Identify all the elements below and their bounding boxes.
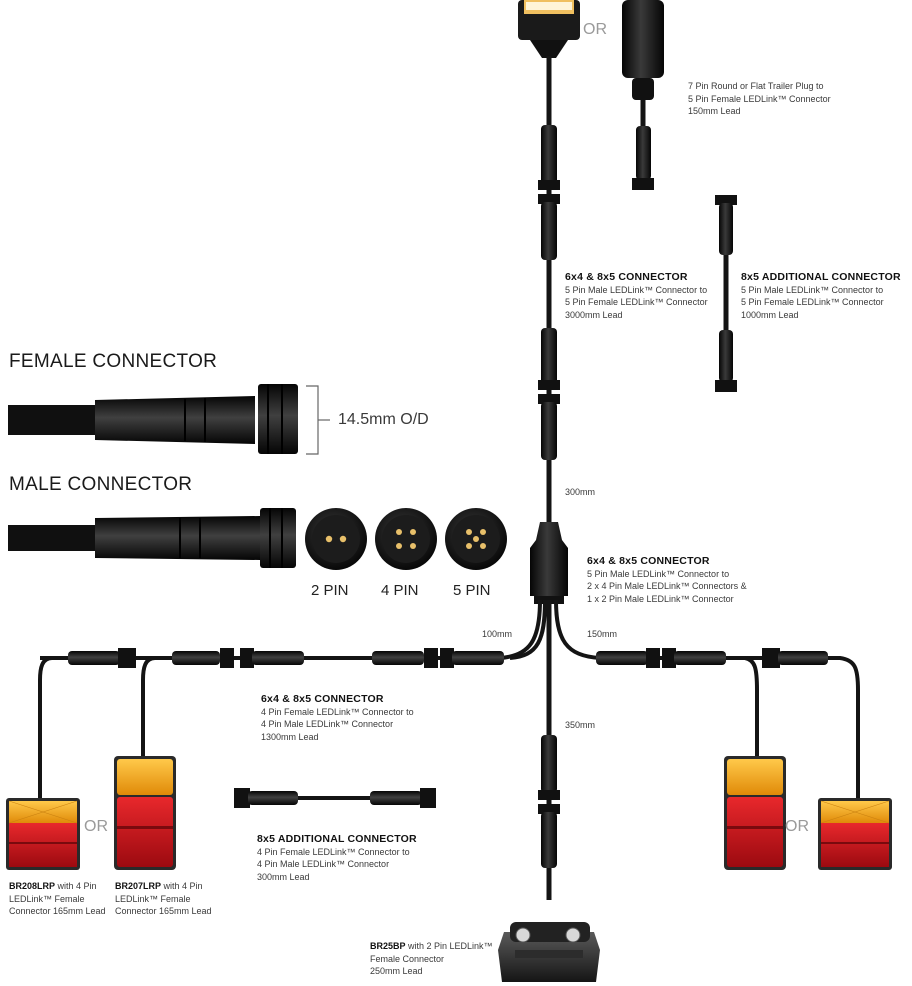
dimension-300mm: 300mm — [565, 487, 596, 497]
trailer-plug-round — [622, 0, 664, 100]
lamp-br208-description: BR208LRP with 4 Pin LEDLink™ Female Conn… — [9, 881, 106, 916]
pin-face-4 — [375, 508, 437, 570]
or-label-right: OR — [785, 818, 809, 835]
pin-label-5: 5 PIN — [453, 582, 491, 599]
lamp-br208-left — [6, 798, 80, 870]
plate-lead-connector — [538, 735, 560, 868]
main-lead-connector-2 — [538, 328, 560, 460]
female-connector-heading: FEMALE CONNECTOR — [9, 351, 218, 372]
dimension-100mm: 100mm — [482, 629, 513, 639]
trailer-plug-flat — [518, 0, 580, 58]
dimension-150mm: 150mm — [587, 629, 618, 639]
main-connector-description: 6x4 & 8x5 CONNECTOR 5 Pin Male LEDLink™ … — [565, 271, 708, 320]
dimension-350mm: 350mm — [565, 720, 596, 730]
pin-label-4: 4 PIN — [381, 582, 419, 599]
additional-4pin-description: 8x5 ADDITIONAL CONNECTOR 4 Pin Female LE… — [257, 833, 417, 882]
pin-label-2: 2 PIN — [311, 582, 349, 599]
male-connector-image — [8, 508, 296, 568]
lamp-br207-left — [114, 756, 176, 870]
additional-5pin-description: 8x5 ADDITIONAL CONNECTOR 5 Pin Male LEDL… — [741, 271, 901, 320]
pin-face-2 — [305, 508, 367, 570]
or-label-left: OR — [84, 818, 108, 835]
plate-lamp-description: BR25BP with 2 Pin LEDLink™ Female Connec… — [370, 941, 493, 976]
main-lead-connector-1 — [538, 125, 560, 260]
lamp-br208-right — [818, 798, 892, 870]
od-dimension: 14.5mm O/D — [338, 411, 429, 428]
splitter-description: 6x4 & 8x5 CONNECTOR 5 Pin Male LEDLink™ … — [587, 555, 747, 604]
female-connector-image — [8, 384, 298, 454]
additional-4pin-lead — [234, 788, 436, 808]
lead-4pin-description: 6x4 & 8x5 CONNECTOR 4 Pin Female LEDLink… — [261, 693, 414, 742]
od-bracket — [306, 385, 330, 455]
lamp-br207-right — [724, 756, 786, 870]
plug-description: 7 Pin Round or Flat Trailer Plug to 5 Pi… — [688, 81, 831, 116]
male-connector-heading: MALE CONNECTOR — [9, 474, 193, 495]
splitter-body — [530, 522, 568, 604]
or-label-top: OR — [583, 21, 607, 38]
additional-5pin-lead — [715, 195, 737, 392]
plug-lead-connector — [632, 126, 654, 190]
branch-connectors — [68, 648, 828, 668]
lamp-br207-description: BR207LRP with 4 Pin LEDLink™ Female Conn… — [115, 881, 212, 916]
number-plate-lamp — [498, 922, 600, 982]
pin-face-5 — [445, 508, 507, 570]
